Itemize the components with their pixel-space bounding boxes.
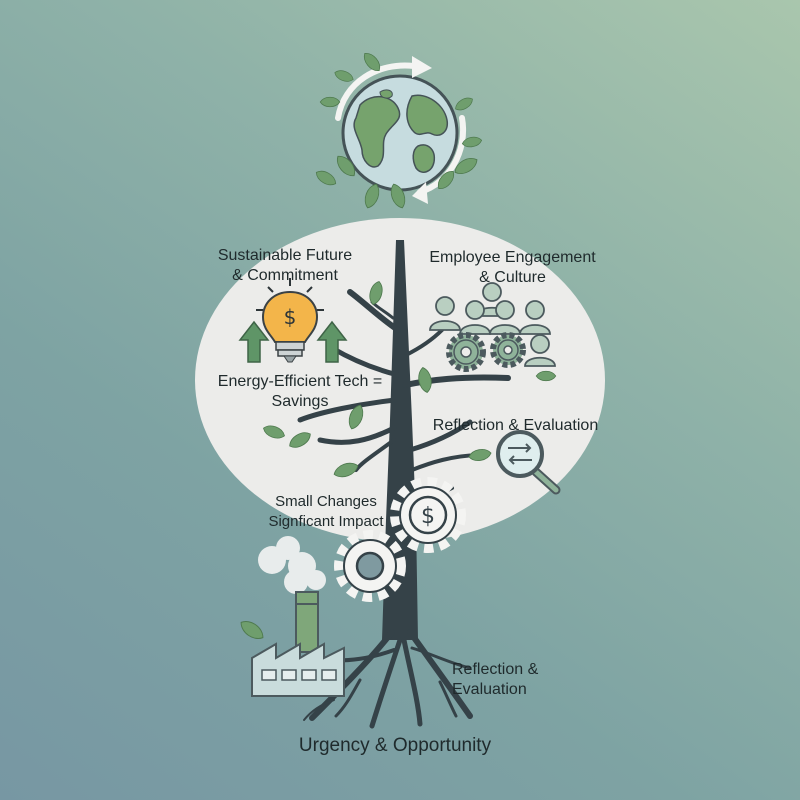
svg-text:$: $	[284, 305, 297, 329]
up-arrow-icon	[238, 320, 348, 363]
gear-icon-lower	[334, 530, 406, 602]
label-reflection-evaluation-root: Reflection & Evaluation	[452, 661, 539, 698]
gear-icon	[446, 332, 526, 372]
svg-text:$: $	[421, 504, 435, 529]
label-urgency-opportunity: Urgency & Opportunity	[298, 735, 492, 756]
leaf-icon	[236, 616, 268, 644]
tree-icon	[297, 240, 511, 640]
label-sustainable-future: Sustainable Future & Commitment	[217, 247, 353, 284]
label-energy-efficient: Energy-Efficient Tech = Savings	[217, 373, 383, 410]
dollar-gear-icon: $	[390, 477, 466, 553]
label-employee-engagement: Employee Engagement & Culture	[429, 249, 596, 286]
people-group-icon	[429, 282, 556, 367]
magnifier-icon	[496, 430, 561, 495]
label-small-changes: Small Changes Signficant Impact	[268, 493, 384, 530]
recycle-arrows-icon	[335, 56, 467, 204]
globe-icon	[341, 74, 459, 192]
lightbulb-dollar-icon: $	[256, 278, 324, 363]
label-reflection-evaluation-top: Reflection & Evaluation	[432, 417, 599, 434]
tree-roots	[303, 629, 473, 729]
factory-icon	[251, 536, 345, 697]
